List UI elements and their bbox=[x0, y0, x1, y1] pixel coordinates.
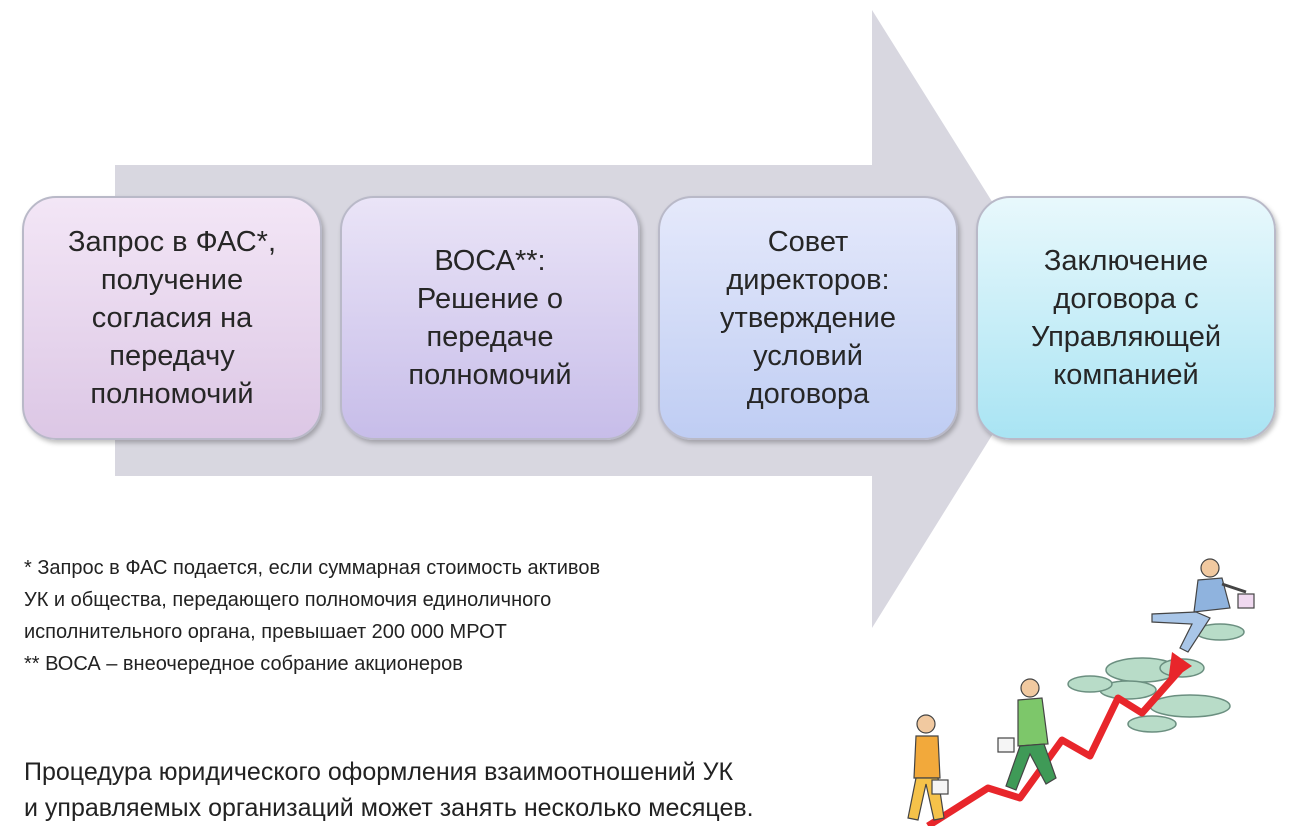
person-leaping-icon bbox=[1151, 558, 1255, 653]
footnote-line: * Запрос в ФАС подается, если суммарная … bbox=[24, 557, 601, 579]
step-text-contract: Заключение договора с Управляющей компан… bbox=[1030, 245, 1222, 391]
step-box-fas-request: Запрос в ФАС*, получение согласия на пер… bbox=[22, 196, 322, 440]
growth-line bbox=[926, 667, 1183, 826]
step-text-fas-request: Запрос в ФАС*, получение согласия на пер… bbox=[67, 226, 277, 410]
career-growth-icon bbox=[907, 558, 1255, 826]
cloud-icon bbox=[1067, 623, 1245, 733]
growth-arrowhead bbox=[1168, 652, 1192, 682]
footnotes: * Запрос в ФАС подается, если суммарная … bbox=[24, 552, 784, 680]
step-box-egm-decision: ВОСА**: Решение о передаче полномочий bbox=[340, 196, 640, 440]
footnote-line: ** ВОСА – внеочередное собрание акционер… bbox=[24, 653, 463, 675]
person-walking-icon bbox=[907, 714, 949, 821]
step-box-contract: Заключение договора с Управляющей компан… bbox=[976, 196, 1276, 440]
conclusion-line: Процедура юридического оформления взаимо… bbox=[24, 758, 734, 786]
step-text-board-approval: Совет директоров: утверждение условий до… bbox=[720, 226, 896, 410]
person-walking-icon bbox=[997, 678, 1057, 791]
conclusion-text: Процедура юридического оформления взаимо… bbox=[24, 754, 884, 826]
conclusion-line: и управляемых организаций может занять н… bbox=[24, 794, 754, 822]
footnote-line: исполнительного органа, превышает 200 00… bbox=[24, 621, 507, 643]
step-box-board-approval: Совет директоров: утверждение условий до… bbox=[658, 196, 958, 440]
step-text-egm-decision: ВОСА**: Решение о передаче полномочий bbox=[408, 245, 572, 391]
footnote-line: УК и общества, передающего полномочия ед… bbox=[24, 589, 552, 611]
